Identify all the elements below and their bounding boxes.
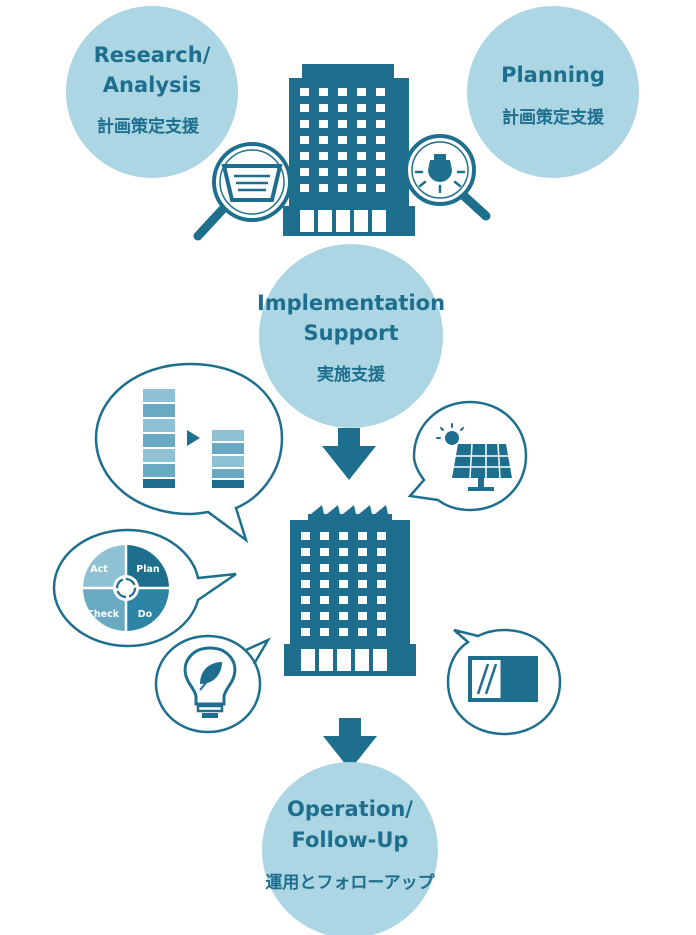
pdca-bubble: Act Plan Check Do [52,528,237,648]
pdca-do: Do [138,609,153,620]
implementation-jp: 実施支援 [317,364,386,385]
research-jp: 計画策定支援 [97,116,200,137]
window-bubble [446,628,562,736]
research-line1: Research/ [94,43,211,67]
solar-panel-bubble [407,400,528,512]
down-arrow-icon [322,428,376,480]
eco-lightbulb-icon [183,646,237,718]
energy-reduction-bar-icon [143,389,244,488]
implementation-line2: Support [304,321,399,345]
implementation-line1: Implementation [257,291,445,315]
operation-followup-circle: Operation/ Follow-Up 運用とフォローアップ [262,762,438,935]
down-arrow-icon [323,718,377,770]
research-line2: Analysis [103,73,201,97]
implementation-support-circle: Implementation Support 実施支援 [257,244,445,428]
pdca-plan: Plan [136,564,160,575]
operation-jp: 運用とフォローアップ [265,872,435,893]
building-icon [283,64,415,236]
pdca-check: Check [87,609,120,620]
planning-jp: 計画策定支援 [502,107,605,128]
operation-line2: Follow-Up [292,828,409,852]
building-with-solar-icon [284,505,416,676]
air-conditioner-magnifier-icon [193,142,292,241]
planning-circle: Planning 計画策定支援 [467,6,639,178]
window-icon [468,656,538,702]
solar-panel-icon [436,423,512,491]
eco-lightbulb-bubble [154,634,272,734]
research-analysis-circle: Research/ Analysis 計画策定支援 [66,6,238,178]
planning-line1: Planning [501,63,605,87]
lightbulb-magnifier-icon [404,134,491,221]
pdca-cycle-icon: Act Plan Check Do [83,545,169,631]
pdca-act: Act [90,564,108,575]
operation-line1: Operation/ [287,797,413,821]
energy-reduction-bubble [94,362,284,544]
